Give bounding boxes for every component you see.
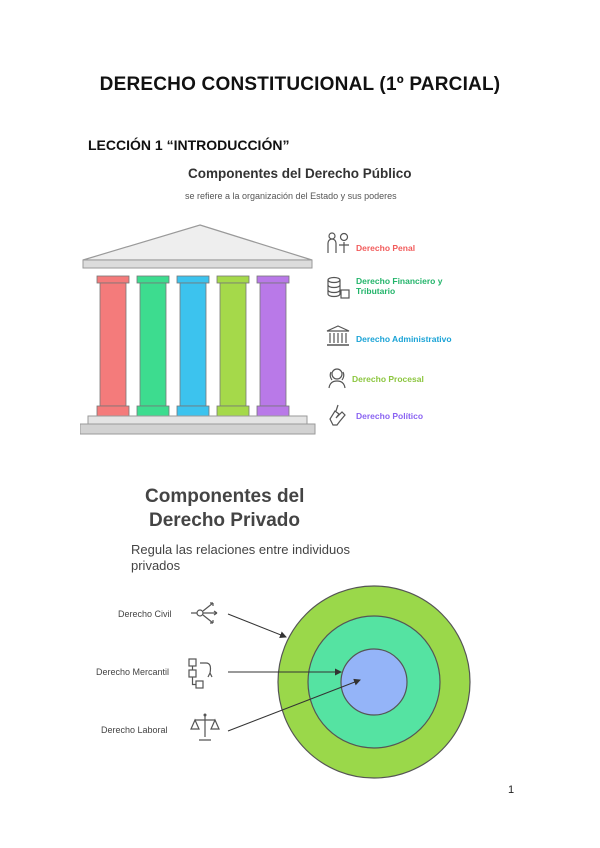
page-number: 1 [508, 784, 514, 796]
flowchart-icon [186, 657, 218, 689]
pillar-administrativo [177, 276, 209, 416]
hand-vote-icon [328, 403, 350, 427]
temple-diagram [80, 220, 320, 450]
privado-item-civil: Derecho Civil [118, 609, 172, 619]
privado-subtitle: Regula las relaciones entre individuos p… [131, 542, 391, 574]
lesson-heading: LECCIÓN 1 “INTRODUCCIÓN” [88, 137, 289, 153]
pillar-politico [257, 276, 289, 416]
privado-title-line1: Componentes del [145, 485, 304, 509]
privado-item-laboral: Derecho Laboral [101, 725, 168, 735]
publico-item-financiero: Derecho Financiero y Tributario [356, 276, 476, 296]
government-building-icon [326, 325, 350, 347]
temple-architrave [83, 260, 312, 268]
publico-item-penal: Derecho Penal [356, 243, 415, 253]
publico-subtitle: se refiere a la organización del Estado … [185, 191, 397, 201]
justice-people-icon [326, 231, 352, 255]
publico-item-administrativo: Derecho Administrativo [356, 334, 452, 344]
scales-icon [190, 712, 220, 742]
privado-item-mercantil: Derecho Mercantil [96, 667, 169, 677]
pillar-penal [97, 276, 129, 416]
temple-base-bottom [80, 424, 315, 434]
temple-base-top [88, 416, 307, 424]
judge-icon [326, 365, 348, 389]
pillar-financiero [137, 276, 169, 416]
concentric-circles-diagram [270, 578, 480, 788]
privado-title-line2: Derecho Privado [145, 509, 304, 533]
publico-item-politico: Derecho Político [356, 411, 423, 421]
publico-item-procesal: Derecho Procesal [352, 374, 424, 384]
pillar-procesal [217, 276, 249, 416]
temple-roof [83, 225, 312, 260]
branching-arrows-icon [190, 600, 220, 626]
privado-title: Componentes del Derecho Privado [145, 485, 304, 533]
page-title: DERECHO CONSTITUCIONAL (1º PARCIAL) [0, 74, 600, 96]
publico-title: Componentes del Derecho Público [188, 166, 412, 181]
inner-circle [341, 649, 407, 715]
coin-stack-icon [326, 276, 350, 300]
